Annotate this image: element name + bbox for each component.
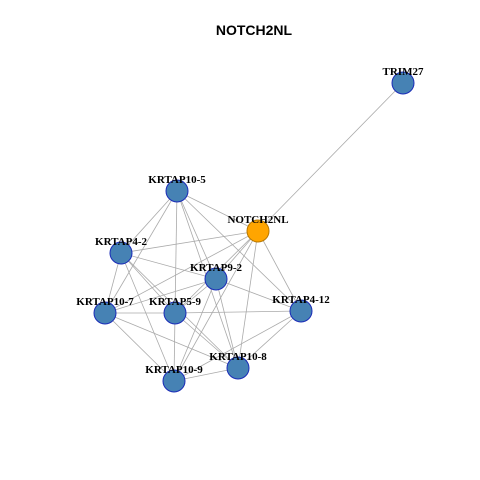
- node-KRTAP4-12[interactable]: [289, 299, 313, 323]
- node-label-TRIM27: TRIM27: [383, 66, 424, 78]
- edge-NOTCH2NL-KRTAP10-8: [237, 230, 259, 369]
- edge-KRTAP5-9-KRTAP10-8: [174, 312, 239, 369]
- edge-KRTAP10-5-KRTAP10-7: [104, 190, 178, 314]
- node-KRTAP10-5[interactable]: [165, 179, 189, 203]
- edge-KRTAP9-2-KRTAP10-7: [104, 278, 217, 314]
- edge-KRTAP10-5-KRTAP4-12: [176, 190, 302, 312]
- edge-TRIM27-NOTCH2NL: [257, 82, 404, 232]
- edge-KRTAP10-5-KRTAP9-2: [176, 190, 217, 280]
- edge-KRTAP4-12-KRTAP10-8: [237, 310, 302, 369]
- node-KRTAP9-2[interactable]: [204, 267, 228, 291]
- edge-KRTAP9-2-KRTAP10-8: [215, 278, 239, 369]
- edge-KRTAP5-9-KRTAP4-12: [174, 310, 302, 314]
- edge-KRTAP10-7-KRTAP10-9: [104, 312, 175, 382]
- node-NOTCH2NL[interactable]: [246, 219, 270, 243]
- node-KRTAP10-9[interactable]: [162, 369, 186, 393]
- edge-KRTAP4-2-KRTAP5-9: [120, 252, 176, 314]
- node-label-KRTAP4-12: KRTAP4-12: [272, 294, 330, 306]
- node-label-KRTAP5-9: KRTAP5-9: [149, 296, 201, 308]
- node-KRTAP4-2[interactable]: [109, 241, 133, 265]
- node-label-KRTAP10-8: KRTAP10-8: [209, 351, 267, 363]
- node-KRTAP5-9[interactable]: [163, 301, 187, 325]
- graph-title: NOTCH2NL: [216, 22, 293, 38]
- edge-KRTAP10-5-KRTAP4-2: [120, 190, 178, 254]
- edge-KRTAP10-7-KRTAP10-8: [104, 312, 239, 369]
- edge-NOTCH2NL-KRTAP4-2: [120, 230, 259, 254]
- node-TRIM27[interactable]: [391, 71, 415, 95]
- edge-KRTAP10-5-KRTAP5-9: [174, 190, 178, 314]
- node-label-KRTAP10-9: KRTAP10-9: [145, 364, 203, 376]
- edge-KRTAP4-2-KRTAP10-9: [120, 252, 175, 382]
- node-label-KRTAP10-7: KRTAP10-7: [76, 296, 134, 308]
- edge-NOTCH2NL-KRTAP4-12: [257, 230, 302, 312]
- edge-KRTAP4-2-KRTAP9-2: [120, 252, 217, 280]
- node-label-KRTAP9-2: KRTAP9-2: [190, 262, 242, 274]
- node-label-KRTAP4-2: KRTAP4-2: [95, 236, 147, 248]
- node-layer: [93, 71, 415, 393]
- node-label-KRTAP10-5: KRTAP10-5: [148, 174, 206, 186]
- edge-KRTAP4-12-KRTAP10-9: [173, 310, 302, 382]
- edge-NOTCH2NL-KRTAP10-5: [176, 190, 259, 232]
- node-KRTAP10-8[interactable]: [226, 356, 250, 380]
- node-KRTAP10-7[interactable]: [93, 301, 117, 325]
- edge-layer: [104, 82, 404, 382]
- node-label-NOTCH2NL: NOTCH2NL: [227, 214, 288, 226]
- edge-KRTAP9-2-KRTAP4-12: [215, 278, 302, 312]
